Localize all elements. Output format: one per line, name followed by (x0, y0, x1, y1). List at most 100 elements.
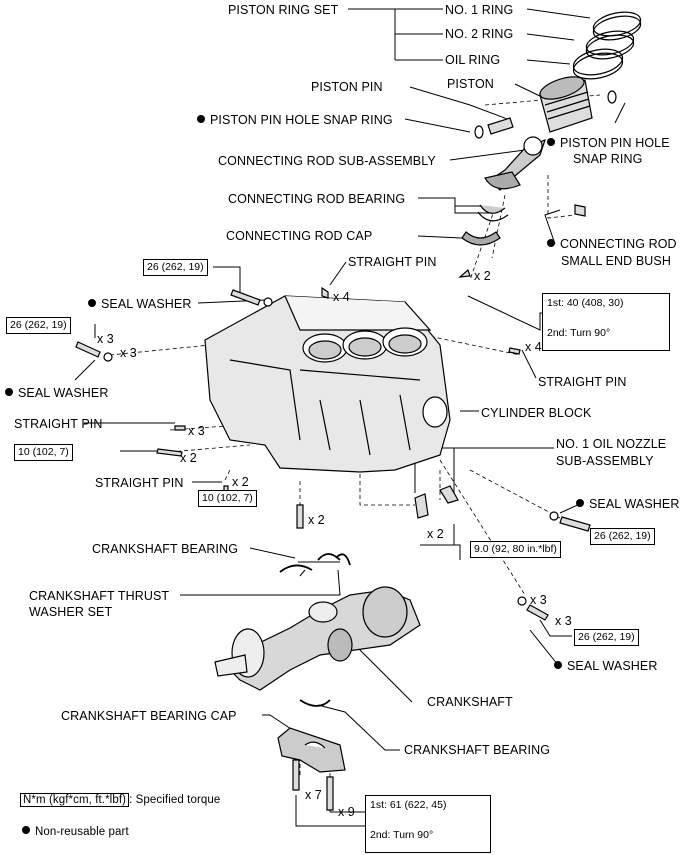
qty-pin-right: x 4 (525, 340, 542, 354)
torque-conrod-1st: 1st: 40 (408, 30) (547, 297, 624, 309)
torque-box-conrod: 1st: 40 (408, 30) 2nd: Turn 90° (542, 293, 670, 351)
non-reusable-marker (197, 115, 205, 123)
bolt-left-2 (156, 448, 183, 457)
washer-top (263, 297, 273, 307)
qty-bolt-bottom-right: x 3 (555, 614, 572, 628)
crank-bearings (279, 553, 351, 707)
label-conrod-cap: CONNECTING ROD CAP (226, 229, 373, 243)
label-seal-washer-left: SEAL WASHER (5, 386, 108, 400)
non-reusable-marker (554, 661, 562, 669)
torque-box-10-left: 10 (102, 7) (14, 444, 73, 461)
torque-main-1st: 1st: 61 (622, 45) (370, 799, 447, 811)
piston (539, 76, 593, 133)
label-oil-ring: OIL RING (445, 53, 501, 67)
label-straight-pin-top: STRAIGHT PIN (348, 255, 437, 269)
conrod-cap (461, 231, 501, 246)
qty-pin-top: x 4 (333, 290, 350, 304)
qty-washer-bottom: x 3 (530, 593, 547, 607)
label-crank-bearing-cap: CRANKSHAFT BEARING CAP (61, 709, 237, 723)
conrod-bolt (458, 268, 471, 278)
label-cylinder-block: CYLINDER BLOCK (481, 406, 592, 420)
label-conrod-bearing: CONNECTING ROD BEARING (228, 192, 406, 206)
snap-ring-right (607, 90, 617, 104)
oil-nozzle-2 (439, 485, 459, 504)
label-snap-ring-left-text: PISTON PIN HOLE SNAP RING (210, 113, 393, 127)
label-conrod-sub: CONNECTING ROD SUB-ASSEMBLY (218, 154, 436, 168)
torque-box-9: 9.0 (92, 80 in.*lbf) (470, 541, 561, 558)
label-piston-pin: PISTON PIN (311, 80, 383, 94)
crank-bearing-cap-art (277, 727, 346, 811)
qty-cap-bolt-9: x 9 (338, 805, 355, 819)
bolt-left (75, 341, 101, 358)
non-reusable-marker (547, 239, 555, 247)
label-small-end-bush: CONNECTING ROD (547, 237, 677, 251)
label-thrust-washer-line2: WASHER SET (29, 605, 113, 619)
label-oil-nozzle-line1: NO. 1 OIL NOZZLE (556, 437, 667, 451)
bolt-top (230, 289, 261, 306)
non-reusable-marker (547, 138, 555, 146)
legend-dot (22, 826, 30, 834)
qty-washer-left: x 3 (120, 346, 137, 360)
ring-set-bracket (348, 8, 443, 61)
torque-box-26-top: 26 (262, 19) (143, 259, 208, 276)
label-crankshaft: CRANKSHAFT (427, 695, 513, 709)
non-reusable-marker (88, 299, 96, 307)
oil-nozzle-1 (414, 493, 429, 519)
torque-box-10-bottom: 10 (102, 7) (198, 490, 257, 507)
washer-bottom (517, 596, 527, 606)
label-seal-washer-right: SEAL WASHER (576, 497, 679, 511)
torque-box-26-left: 26 (262, 19) (6, 317, 71, 334)
qty-bolt-left-2: x 2 (180, 451, 197, 465)
torque-box-main: 1st: 61 (622, 45) 2nd: Turn 90° (365, 795, 491, 853)
legend-non-reusable-text: Non-reusable part (35, 826, 129, 838)
ring-leaders (526, 8, 591, 65)
legend-torque-text: : Specified torque (129, 794, 221, 806)
snap-ring-left (474, 125, 484, 139)
label-snap-ring-left: PISTON PIN HOLE SNAP RING (197, 113, 393, 127)
label-seal-washer-top: SEAL WASHER (88, 297, 191, 311)
label-crank-bearing-bottom: CRANKSHAFT BEARING (404, 743, 551, 757)
qty-cap-bolt-7: x 7 (305, 788, 322, 802)
legend-non-reusable: Non-reusable part (22, 825, 129, 839)
torque-box-26-right: 26 (262, 19) (590, 528, 655, 545)
qty-pin-bottom: x 2 (232, 475, 249, 489)
torque-conrod-2nd: 2nd: Turn 90° (547, 327, 611, 339)
pin-right (508, 347, 521, 355)
washer-right (549, 511, 559, 521)
crankshaft-art (214, 586, 421, 691)
piston-rings (572, 11, 642, 80)
label-small-end-bush-line1: CONNECTING ROD (560, 237, 677, 251)
legend-torque: N*m (kgf*cm, ft.*lbf): Specified torque (20, 792, 220, 807)
label-straight-pin-left: STRAIGHT PIN (14, 417, 103, 431)
qty-bolt-bottom: x 2 (308, 513, 325, 527)
small-end-bush (574, 204, 586, 217)
torque-box-26-bottom: 26 (262, 19) (574, 629, 639, 646)
label-seal-washer-right-text: SEAL WASHER (589, 497, 680, 511)
label-seal-washer-top-text: SEAL WASHER (101, 297, 192, 311)
qty-conrod-bolt: x 2 (474, 269, 491, 283)
label-seal-washer-bottom: SEAL WASHER (554, 659, 657, 673)
label-thrust-washer-line1: CRANKSHAFT THRUST (29, 589, 170, 603)
cylinder-block-art (204, 295, 451, 473)
qty-oil-nozzle: x 2 (427, 527, 444, 541)
connecting-rod (461, 136, 586, 246)
label-no2-ring: NO. 2 RING (445, 27, 514, 41)
torque-main-2nd: 2nd: Turn 90° (370, 829, 434, 841)
pin-top (321, 286, 329, 299)
washer-left (103, 352, 113, 362)
label-piston-ring-set: PISTON RING SET (228, 3, 339, 17)
non-reusable-marker (576, 499, 584, 507)
label-no1-ring: NO. 1 RING (445, 3, 514, 17)
qty-bolt-left: x 3 (97, 332, 114, 346)
bolt-bottom (296, 504, 304, 529)
label-straight-pin-right: STRAIGHT PIN (538, 375, 627, 389)
label-crank-bearing-top: CRANKSHAFT BEARING (92, 542, 239, 556)
label-seal-washer-bottom-text: SEAL WASHER (567, 659, 658, 673)
label-snap-ring-right-line1: PISTON PIN HOLE (560, 136, 670, 150)
legend-torque-box: N*m (kgf*cm, ft.*lbf) (20, 793, 130, 807)
label-snap-ring-right: PISTON PIN HOLE (547, 136, 670, 150)
label-seal-washer-left-text: SEAL WASHER (18, 386, 109, 400)
pin-left (174, 425, 186, 431)
